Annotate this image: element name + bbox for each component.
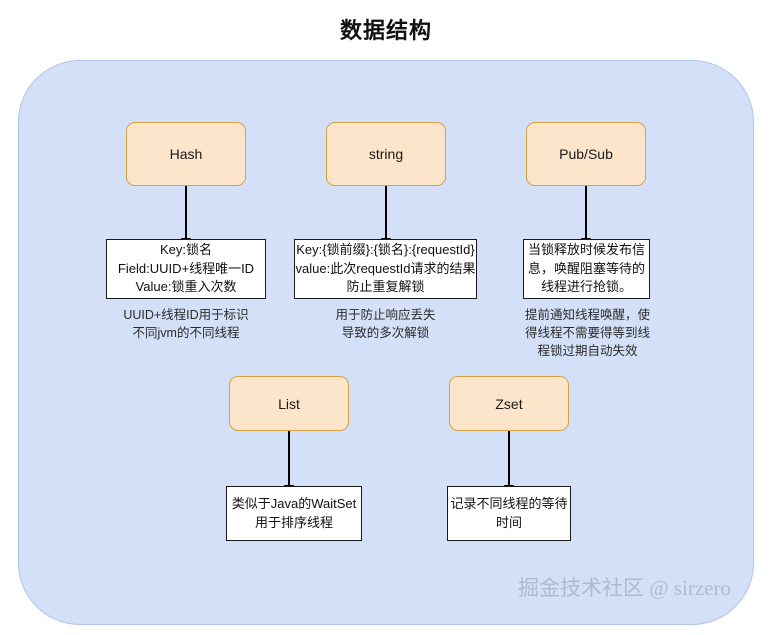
node-list-label: List xyxy=(278,395,300,412)
detail-string-line-2: value:此次requestId请求的结果 xyxy=(295,260,476,276)
edge-string-to-detail xyxy=(385,186,387,239)
caption-pubsub-line-3: 程锁过期自动失效 xyxy=(537,344,638,359)
node-hash-label: Hash xyxy=(169,146,203,162)
caption-string-line-2: 导致的多次解锁 xyxy=(341,326,430,341)
node-zset-label: Zset xyxy=(495,395,523,412)
detail-string-line-3: 防止重复解锁 xyxy=(346,279,425,295)
detail-hash-line-2: Field:UUID+线程唯一ID xyxy=(117,260,255,276)
edge-zset-to-detail xyxy=(508,431,510,486)
caption-string-line-1: 用于防止响应丢失 xyxy=(335,308,436,322)
detail-list-line-1: 类似于Java的WaitSet xyxy=(231,496,357,512)
watermark: 掘金技术社区 @ sirzero xyxy=(518,576,731,600)
detail-string-line-1: Key:{锁前缀}:{锁名}:{requestId} xyxy=(296,242,475,258)
node-string-label: string xyxy=(368,146,404,162)
caption-hash: UUID+线程ID用于标识 不同jvm的不同线程 xyxy=(96,306,276,342)
detail-hash-line-1: Key:锁名 xyxy=(159,242,212,258)
edge-pubsub-to-detail xyxy=(585,186,587,239)
diagram-canvas: Hash Key:锁名 Field:UUID+线程唯一ID Value:锁重入次… xyxy=(18,60,754,625)
caption-hash-line-2: 不同jvm的不同线程 xyxy=(132,326,240,341)
detail-list-line-2: 用于排序线程 xyxy=(254,514,333,530)
caption-pubsub-line-2: 得线程不需要得等到线 xyxy=(524,326,650,341)
detail-pubsub: 当锁释放时候发布信 息，唤醒阻塞等待的 线程进行抢锁。 xyxy=(523,239,650,299)
node-hash[interactable]: Hash xyxy=(126,122,246,186)
caption-pubsub: 提前通知线程唤醒，使 得线程不需要得等到线 程锁过期自动失效 xyxy=(500,306,675,360)
caption-pubsub-line-1: 提前通知线程唤醒，使 xyxy=(524,308,650,322)
detail-pubsub-line-2: 息，唤醒阻塞等待的 xyxy=(528,260,646,276)
detail-string: Key:{锁前缀}:{锁名}:{requestId} value:此次reque… xyxy=(294,239,477,299)
node-list[interactable]: List xyxy=(229,376,349,431)
node-pubsub[interactable]: Pub/Sub xyxy=(526,122,646,186)
caption-hash-line-1: UUID+线程ID用于标识 xyxy=(123,308,249,322)
detail-zset: 记录不同线程的等待 时间 xyxy=(447,486,571,541)
node-pubsub-label: Pub/Sub xyxy=(559,146,613,162)
edge-list-to-detail xyxy=(288,431,290,486)
detail-pubsub-line-1: 当锁释放时候发布信 xyxy=(528,242,646,258)
detail-zset-line-2: 时间 xyxy=(495,514,522,530)
detail-hash-line-3: Value:锁重入次数 xyxy=(135,279,237,295)
detail-hash: Key:锁名 Field:UUID+线程唯一ID Value:锁重入次数 xyxy=(106,239,266,299)
node-zset[interactable]: Zset xyxy=(449,376,569,431)
detail-pubsub-line-3: 线程进行抢锁。 xyxy=(540,279,632,295)
detail-zset-line-1: 记录不同线程的等待 xyxy=(450,496,568,512)
detail-list: 类似于Java的WaitSet 用于排序线程 xyxy=(226,486,362,541)
caption-string: 用于防止响应丢失 导致的多次解锁 xyxy=(294,306,477,342)
edge-hash-to-detail xyxy=(185,186,187,239)
node-string[interactable]: string xyxy=(326,122,446,186)
page-title: 数据结构 xyxy=(339,18,432,43)
